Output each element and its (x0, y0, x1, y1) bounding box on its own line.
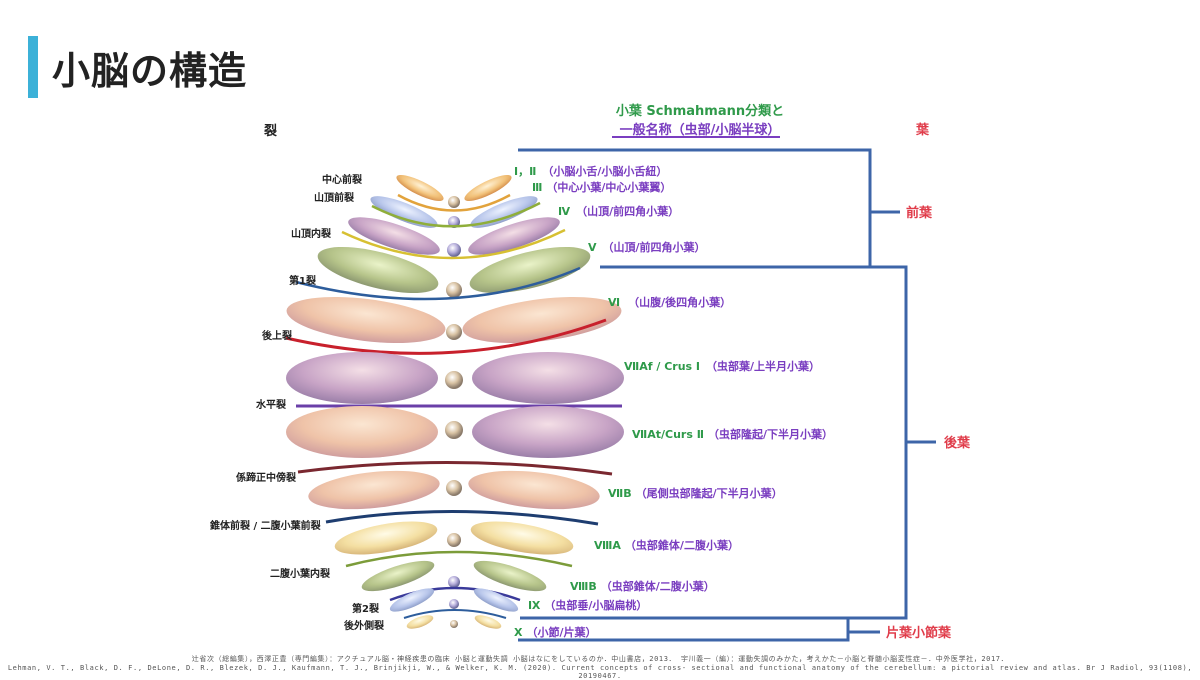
fissure-label-ansoparamedian: 係蹄正中傍裂 (236, 471, 296, 484)
lobule-9-shape (389, 588, 519, 612)
lobule-label-7af: ⅦAf / Crus Ⅰ （虫部葉/上半月小葉） (624, 359, 820, 373)
fissure-line-posterolateral (403, 609, 507, 619)
lobule-name: （虫部錐体/二腹小葉） (625, 538, 739, 552)
lobule-label-3: Ⅲ （中心小葉/中心小葉翼） (532, 180, 671, 194)
fissure-label-precentral: 中心前裂 (322, 173, 362, 186)
lobule-name: （山頂/前四角小葉） (576, 204, 679, 218)
fissure-line-ansoparamedian (297, 461, 613, 476)
bracket-flocculonodular-lobe (518, 618, 850, 642)
lobule-roman: ⅦAt/Curs Ⅱ (632, 428, 704, 441)
lobule-name: （小節/片葉） (526, 625, 596, 639)
fissure-header: 裂 (264, 124, 278, 139)
lobule-8b-shape (361, 560, 547, 592)
lobule-roman: Ⅳ (558, 205, 571, 218)
lobe-label-anterior: 前葉 (906, 205, 933, 221)
lobule-label-7b: ⅦB （尾側虫部隆起/下半月小葉） (608, 486, 783, 500)
lobule-roman: Ⅸ (528, 599, 541, 612)
reference-japanese: 辻省次（総編集），西澤正豊（専門編集）：アクチュアル脳・神経疾患の臨床 小脳と運… (191, 655, 1009, 663)
fissure-label-prepyramidal: 錐体前裂 / 二腹小葉前裂 (210, 519, 321, 532)
lobule-name: （小脳小舌/小脳小舌紐） (542, 164, 667, 178)
lobule-roman: ⅧA (594, 539, 621, 552)
lobule-label-10: Ⅹ（小節/片葉） (514, 625, 597, 639)
fissure-label-intraculminate: 山頂内裂 (291, 227, 331, 240)
lobule-7af-shape (286, 352, 624, 404)
fissure-label-horizontal: 水平裂 (255, 398, 286, 411)
lobe-brackets (518, 148, 936, 642)
fissure-label-posterolateral: 後外側裂 (344, 619, 384, 632)
lobule-header-line2: 一般名称（虫部/小脳半球） (619, 123, 781, 138)
lobule-name: （山頂/前四角小葉） (603, 240, 706, 254)
fissure-label-secondary: 第2裂 (352, 602, 379, 615)
lobule-label-9: Ⅸ（虫部垂/小脳扁桃） (528, 598, 647, 612)
fissure-line-secondary (389, 586, 521, 602)
lobule-name: （中心小葉/中心小葉翼） (546, 180, 671, 194)
lobule-name: （虫部葉/上半月小葉） (706, 359, 820, 373)
lobule-header-underline (612, 136, 780, 138)
lobule-5-shape (317, 246, 591, 298)
lobule-roman: ⅦB (608, 487, 632, 500)
fissure-label-primary: 第1裂 (289, 274, 316, 287)
lobule-roman: ⅦAf / Crus Ⅰ (624, 360, 700, 373)
lobule-roman: Ⅲ (532, 181, 542, 194)
cerebellum-diagram: 中心前裂 山頂前裂 山頂内裂 第1裂 後上裂 水平裂 係蹄正中傍裂 錐体前裂 /… (210, 148, 971, 642)
lobule-3-shape (370, 196, 538, 228)
fissure-label-posterior-superior: 後上裂 (262, 329, 292, 342)
fissure-line-posterior-superior (285, 318, 607, 355)
lobule-8a-shape (334, 521, 574, 555)
title-accent-bar (28, 36, 38, 98)
lobe-label-posterior: 後葉 (944, 435, 971, 451)
lobule-name: （尾側虫部隆起/下半月小葉） (636, 486, 783, 500)
lobule-roman: Ⅵ (608, 296, 620, 309)
lobule-header-line1: 小葉 Schmahmann分類と (615, 104, 785, 119)
lobule-7at-shape (286, 406, 624, 458)
lobule-label-1-2: Ⅰ，Ⅱ （小脳小舌/小脳小舌紐） (514, 164, 667, 178)
page-title: 小脳の構造 (52, 49, 248, 93)
lobule-roman: Ⅴ (588, 241, 597, 254)
fissure-line-precentral (397, 193, 511, 212)
fissure-line-intraculminate (341, 228, 566, 260)
lobule-roman: Ⅰ，Ⅱ (514, 165, 536, 178)
lobule-label-6: Ⅵ （山腹/後四角小葉） (608, 295, 731, 309)
lobule-10-shape (406, 615, 502, 629)
lobule-name: （虫部錐体/二腹小葉） (601, 579, 715, 593)
lobule-label-5: Ⅴ （山頂/前四角小葉） (588, 240, 706, 254)
fissure-line-prepyramidal (325, 509, 599, 526)
fissure-label-preculminate: 山頂前裂 (314, 191, 354, 204)
fissure-label-intrabiventral: 二腹小葉内裂 (270, 567, 330, 580)
fissure-line-preculminate (371, 201, 541, 228)
reference-english: Lehman, V. T., Black, D. F., DeLone, D. … (7, 664, 1193, 680)
lobule-6-shape (286, 296, 622, 344)
lobule-7b-shape (308, 470, 600, 510)
lobule-name: （山腹/後四角小葉） (628, 295, 731, 309)
lobule-name: （虫部垂/小脳扁桃） (544, 598, 647, 612)
lobule-name: （虫部隆起/下半月小葉） (708, 427, 833, 441)
lobe-label-flocculonodular: 片葉小節葉 (886, 625, 952, 641)
lobule-4-shape (348, 217, 560, 257)
lobule-label-8a: ⅧA （虫部錐体/二腹小葉） (594, 538, 739, 552)
lobule-1-2-shape (396, 174, 512, 208)
lobe-header: 葉 (916, 123, 930, 138)
lobule-label-4: Ⅳ （山頂/前四角小葉） (558, 204, 679, 218)
lobule-label-7at: ⅦAt/Curs Ⅱ （虫部隆起/下半月小葉） (632, 427, 833, 441)
fissure-line-intrabiventral (345, 550, 573, 568)
fissure-line-primary (295, 266, 581, 301)
lobule-roman: Ⅹ (514, 626, 523, 639)
lobule-label-8b: ⅧB （虫部錐体/二腹小葉） (570, 579, 715, 593)
lobule-roman: ⅧB (570, 580, 597, 593)
